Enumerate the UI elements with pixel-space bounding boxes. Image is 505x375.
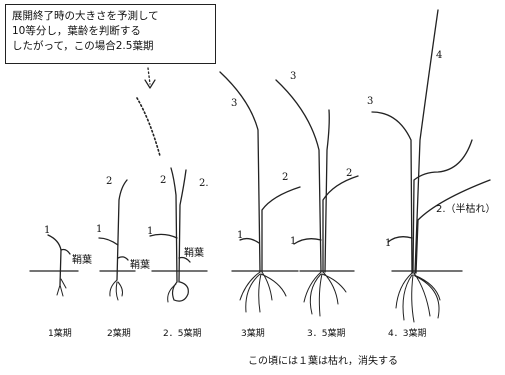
leaf-1-stage-1 [48,235,61,285]
stage-label-2-5: 2．5葉期 [163,327,201,339]
leaf-2-stage-2-5 [171,168,177,282]
leaf-2-stage-3-5 [323,176,358,272]
label-sheath-stage-2: 鞘葉 [130,258,150,271]
label-half-withered: 2.（半枯れ） [436,202,496,215]
projected-leaf-dots [137,98,160,156]
label-leaf-1-stage-2: 1 [96,224,102,235]
leaf-1-stage-2-5 [150,234,177,238]
leaf-1-stage-3-5 [294,239,321,244]
label-leaf-3-stage-3-5: 3 [290,71,296,82]
label-leaf-2-stage-3: 2 [282,172,288,183]
stage-label-1: 1葉期 [48,327,72,339]
label-leaf-3-stage-4-3: 3 [367,96,373,107]
label-leaf-1-stage-3: 1 [237,230,243,241]
caption-note: この頃には１葉は枯れ，消失する [248,352,398,367]
half-withered-leaf-stage-4-3 [416,180,490,273]
label-leaf-2-stage-2: 2 [106,176,112,187]
seedling-stage-2 [99,180,135,300]
leaf-4-stage-4-3 [415,10,438,273]
label-leaf-3-stage-3: 3 [231,98,237,109]
leaf-4-stage-3-5 [325,110,329,272]
seedling-stage-4-3 [372,10,490,322]
seedling-stage-1 [30,235,78,296]
label-leaf-1-stage-1: 1 [44,225,50,236]
stage-label-3-5: 3．5葉期 [307,327,345,339]
label-leaf-2-stage-3-5: 2 [346,168,352,179]
label-leaf-1-stage-3-5: 1 [290,236,296,247]
label-leaf-2-stage-2-5: 2 [160,175,166,186]
label-leaf-4-stage-4-3: 4 [436,50,442,61]
leaf-1-stage-2 [99,238,118,245]
pointer-dots [148,68,150,84]
stage-label-2: 2葉期 [107,327,131,339]
label-leaf-1-stage-4-3: 1 [385,238,391,249]
label-leaf-2dot-stage-2-5: 2. [199,178,209,189]
label-leaf-1-stage-2-5: 1 [147,226,153,237]
leaf-3-stage-2-5 [179,170,186,282]
leaf-1-stage-4-3 [388,237,412,242]
stage-label-3: 3葉期 [241,327,265,339]
label-sheath-stage-2-5: 鞘葉 [184,246,204,259]
leaf-3-stage-3 [220,72,260,272]
stage-label-4-3: 4．3葉期 [388,327,426,339]
seedling-stage-3-5 [276,80,358,316]
sheath-stage-2 [118,257,128,260]
sheath-stage-1 [61,250,70,255]
label-sheath-stage-1: 鞘葉 [72,253,92,266]
leaf-2-stage-2 [117,180,127,280]
leaf-3-stage-4-3 [372,112,412,273]
leaf-2-stage-3 [262,187,300,272]
